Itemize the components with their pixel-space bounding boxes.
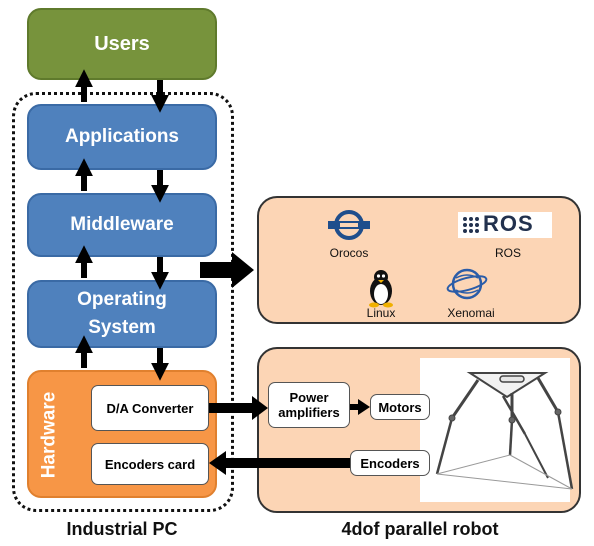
motors-label: Motors [378, 399, 422, 415]
encoders-box: Encoders [350, 450, 430, 476]
industrial-pc-caption: Industrial PC [66, 519, 178, 539]
arrows-middleware-os [75, 245, 169, 290]
orocos-icon [328, 210, 370, 240]
operating-system-layer: Operating System [27, 280, 217, 348]
power-amplifiers-box: Power amplifiers [268, 382, 350, 428]
arrows-applications-middleware [75, 158, 169, 203]
da-converter-label: D/A Converter [106, 400, 194, 416]
power-amplifiers-line1: Power [289, 390, 329, 405]
users-layer: Users [27, 8, 217, 80]
motors-box: Motors [370, 394, 430, 420]
encoders-card-label: Encoders card [104, 456, 196, 472]
linux-label: Linux [366, 306, 396, 320]
arrow-encoders-to-card [209, 451, 350, 475]
arrows-os-hardware [75, 335, 169, 381]
encoders-card-box: Encoders card [91, 443, 209, 485]
xenomai-icon [446, 268, 488, 300]
parallel-robot-illustration [435, 372, 574, 490]
applications-layer: Applications [27, 104, 217, 170]
arrow-to-software-panel [200, 252, 254, 288]
arrows-users-applications [75, 69, 169, 113]
linux-tux-icon [369, 270, 393, 308]
ros-label: ROS [494, 246, 521, 260]
os-label-line1: Operating [77, 289, 167, 310]
robot-caption: 4dof parallel robot [341, 519, 499, 539]
xenomai-label: Xenomai [447, 306, 495, 320]
da-converter-box: D/A Converter [91, 385, 209, 431]
os-label-line2: System [88, 317, 156, 338]
industrial-pc-boundary [12, 92, 234, 512]
arrow-da-to-power [209, 396, 268, 420]
users-label: Users [94, 32, 150, 55]
power-amplifiers-line2: amplifiers [278, 405, 340, 420]
middleware-layer: Middleware [27, 193, 217, 257]
encoders-label: Encoders [360, 455, 420, 471]
arrow-power-to-motors [350, 399, 370, 415]
ros-icon [458, 212, 552, 238]
applications-label: Applications [64, 126, 179, 147]
ros-logo-text: ROS [483, 211, 534, 236]
middleware-label: Middleware [70, 214, 174, 235]
orocos-label: Orocos [329, 246, 369, 260]
